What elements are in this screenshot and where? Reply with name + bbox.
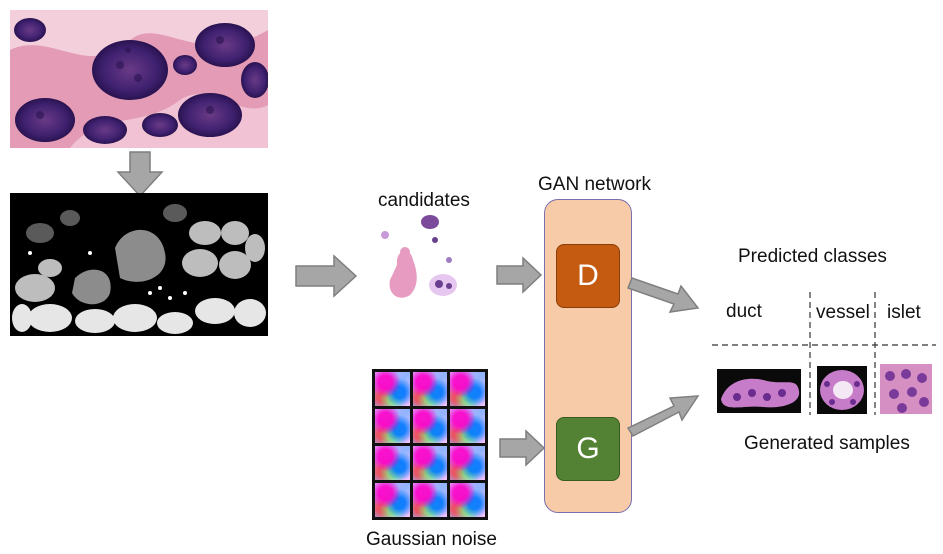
gan-network-label: GAN network [538, 174, 651, 195]
predicted-classes-label: Predicted classes [738, 246, 887, 267]
class-label-vessel: vessel [816, 302, 870, 323]
diagonal-arrow-down-icon [627, 277, 700, 313]
right-arrow-icon [295, 254, 358, 298]
right-arrow-icon [499, 429, 546, 467]
candidates-image [381, 215, 457, 298]
down-arrow-icon [116, 151, 164, 198]
generator-node: G [556, 417, 620, 481]
diagonal-arrow-up-icon [626, 395, 700, 437]
gaussian-noise-grid [372, 369, 488, 520]
class-label-duct: duct [726, 301, 762, 322]
candidates-label: candidates [378, 190, 470, 211]
sample-vessel-image [817, 366, 867, 414]
histology-image [10, 10, 268, 148]
gaussian-noise-label: Gaussian noise [366, 529, 497, 550]
generated-samples-label: Generated samples [744, 433, 910, 454]
segmentation-mask [10, 193, 268, 336]
sample-islet-image [880, 364, 932, 414]
right-arrow-icon [496, 256, 543, 294]
discriminator-node: D [556, 244, 620, 308]
sample-duct-image [717, 369, 801, 413]
class-separator-lines [712, 292, 936, 415]
class-label-islet: islet [887, 302, 921, 323]
